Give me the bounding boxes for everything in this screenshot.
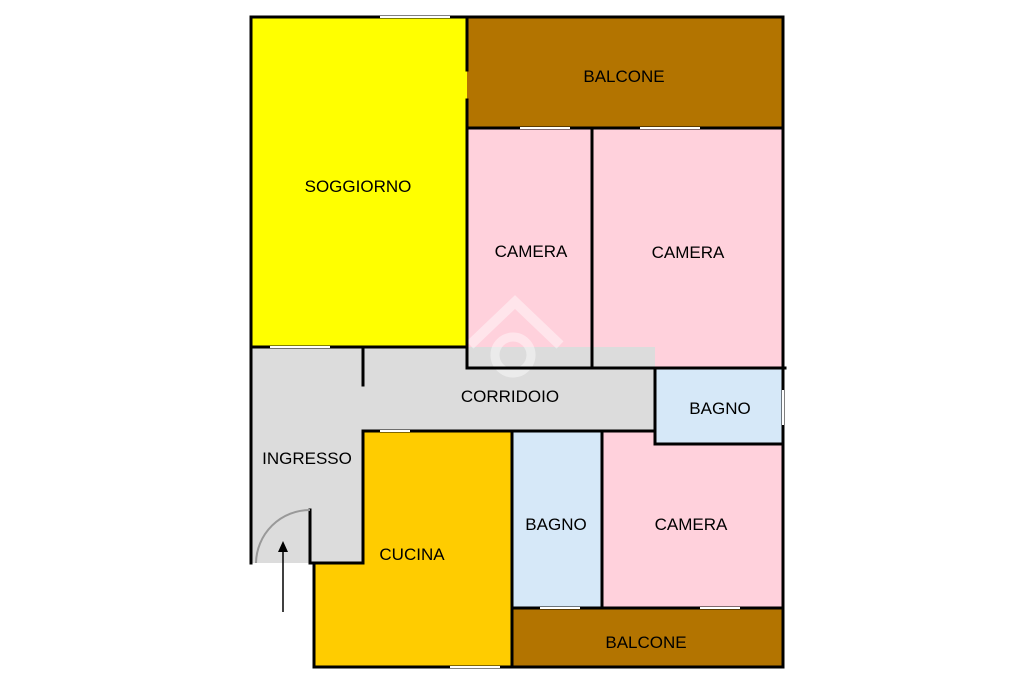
- label-soggiorno: SOGGIORNO: [305, 177, 412, 196]
- room-cucina: [363, 431, 512, 563]
- entrance-arrow-icon: [278, 541, 288, 612]
- room-corridoio: [363, 347, 655, 431]
- room-camera-3-notch: [602, 431, 655, 445]
- window-marks: [270, 16, 784, 668]
- room-camera-1: [467, 128, 592, 368]
- label-bagno-1: BAGNO: [689, 399, 750, 418]
- room-camera-2: [592, 128, 783, 368]
- room-bagno-1: [655, 368, 783, 444]
- label-camera-3: CAMERA: [655, 515, 728, 534]
- label-bagno-2: BAGNO: [525, 515, 586, 534]
- label-cucina: CUCINA: [379, 545, 445, 564]
- label-camera-2: CAMERA: [652, 243, 725, 262]
- room-bagno-2: [512, 431, 602, 608]
- room-cucina-lower: [314, 563, 512, 667]
- room-balcone-bottom: [512, 608, 783, 667]
- room-camera-3: [602, 444, 783, 608]
- room-soggiorno: [251, 17, 467, 347]
- house-watermark-icon: [466, 295, 564, 378]
- walls: [249, 15, 787, 669]
- label-camera-1: CAMERA: [495, 242, 568, 261]
- label-balcone-bottom: BALCONE: [605, 633, 686, 652]
- label-corridoio: CORRIDOIO: [461, 387, 559, 406]
- room-balcone-top: [467, 17, 783, 128]
- label-balcone-top: BALCONE: [583, 67, 664, 86]
- entrance-door: [255, 509, 311, 564]
- label-ingresso: INGRESSO: [262, 449, 352, 468]
